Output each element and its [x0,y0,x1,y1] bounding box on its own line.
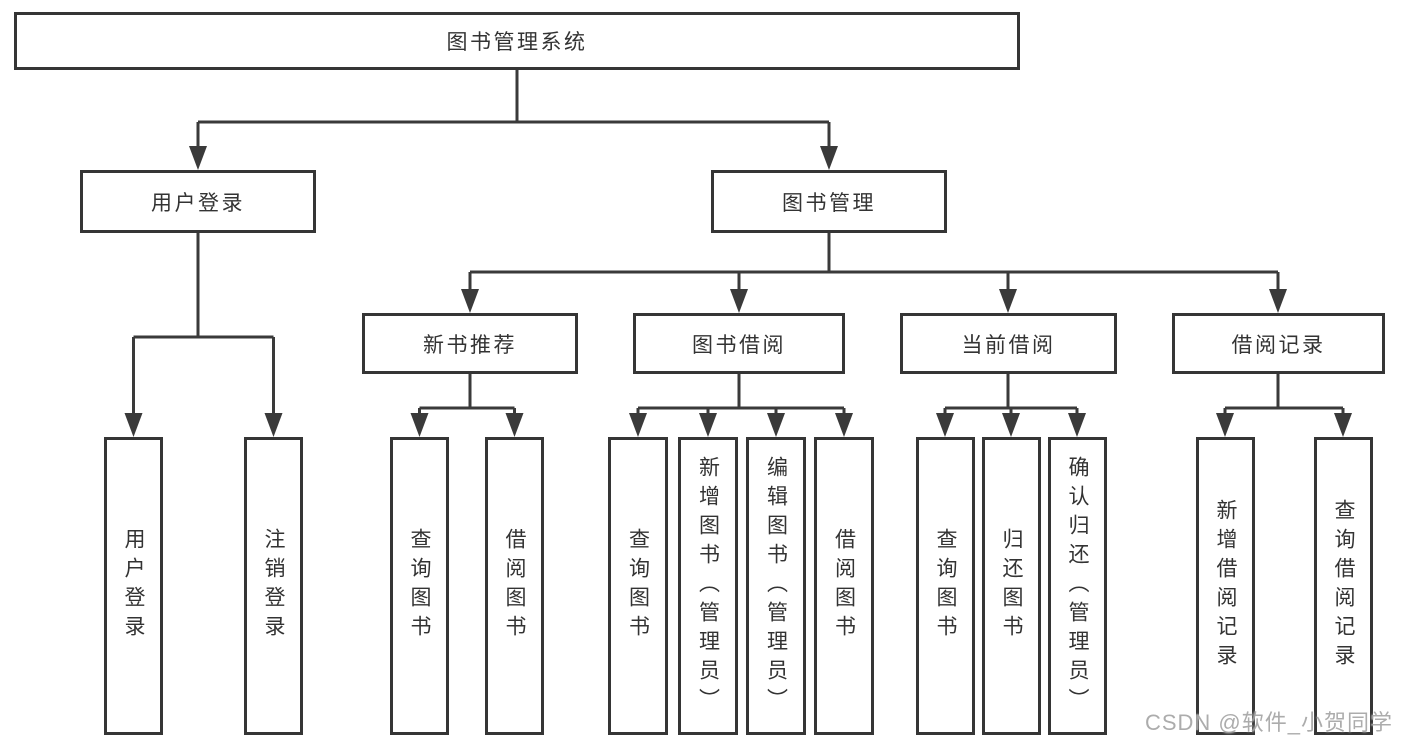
leaf-label: 编辑图书（管理员） [764,455,788,717]
node-label: 借阅记录 [1231,333,1326,357]
leaf-label: 新增图书（管理员） [696,455,720,717]
leaf-add-borrow-record: 新增借阅记录 [1196,437,1255,735]
leaf-label: 用户登录 [122,528,145,644]
node-label: 图书借阅 [692,333,786,357]
leaf-return-books: 归还图书 [982,437,1041,735]
node-book-borrowing: 图书借阅 [633,313,845,374]
leaf-label: 归还图书 [1000,528,1023,644]
leaf-query-borrow-record: 查询借阅记录 [1314,437,1373,735]
node-label: 新书推荐 [423,333,517,357]
leaf-label: 确认归还（管理员） [1066,455,1089,717]
leaf-user-login: 用户登录 [104,437,163,735]
leaf-borrow-books-recommend: 借阅图书 [485,437,544,735]
leaf-label: 借阅图书 [503,528,526,644]
leaf-label: 查询借阅记录 [1332,499,1355,673]
node-book-management: 图书管理 [711,170,947,233]
node-label: 当前借阅 [961,333,1056,357]
leaf-label: 注销登录 [262,528,285,644]
node-new-book-recommendation: 新书推荐 [362,313,578,374]
leaf-query-books-borrowing: 查询图书 [608,437,668,735]
node-borrowing-records: 借阅记录 [1172,313,1385,374]
leaf-label: 查询图书 [626,528,650,644]
leaf-query-books-recommend: 查询图书 [390,437,449,735]
node-user-login: 用户登录 [80,170,316,233]
leaf-label: 查询图书 [408,528,431,644]
node-label: 图书管理 [782,191,876,215]
leaf-borrow-books-borrowing: 借阅图书 [814,437,874,735]
node-library-management-system: 图书管理系统 [14,12,1020,70]
leaf-label: 借阅图书 [832,528,856,644]
leaf-add-books-admin: 新增图书（管理员） [678,437,738,735]
leaf-edit-books-admin: 编辑图书（管理员） [746,437,806,735]
node-label: 图书管理系统 [446,31,588,54]
node-label: 用户登录 [151,191,245,215]
csdn-watermark: CSDN @软件_小贺同学 [1144,710,1393,735]
leaf-label: 查询图书 [934,528,957,644]
leaf-query-books-current: 查询图书 [916,437,975,735]
arrowheads [124,146,1352,437]
leaf-label: 新增借阅记录 [1214,499,1237,673]
leaf-logout: 注销登录 [244,437,303,735]
leaf-confirm-return-admin: 确认归还（管理员） [1048,437,1107,735]
node-current-borrowing: 当前借阅 [900,313,1117,374]
